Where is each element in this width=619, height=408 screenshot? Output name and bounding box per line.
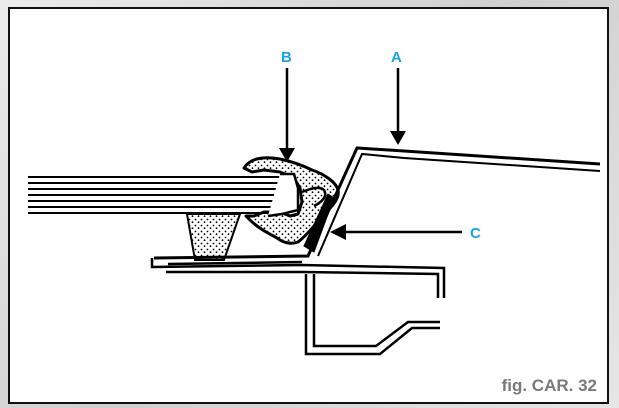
body-panel bbox=[153, 146, 601, 260]
arrow-a bbox=[390, 68, 406, 145]
lower-flange bbox=[150, 258, 446, 298]
seal-lip bbox=[301, 186, 327, 208]
seal-channel bbox=[267, 172, 300, 218]
arrow-c bbox=[330, 224, 462, 240]
foam-spacer bbox=[185, 213, 242, 261]
figure-caption: fig. CAR. 32 bbox=[501, 376, 597, 395]
label-a: A bbox=[391, 49, 402, 66]
arrow-b bbox=[279, 68, 295, 162]
label-b: B bbox=[281, 49, 292, 66]
windscreen-seal-diagram: B A C bbox=[28, 49, 601, 356]
label-c: C bbox=[470, 225, 481, 242]
glass-pane bbox=[28, 176, 280, 214]
adhesive-strip bbox=[303, 193, 335, 253]
inner-panel bbox=[304, 274, 440, 356]
figure-panel: B A C fig. CAR. 32 bbox=[8, 7, 609, 404]
